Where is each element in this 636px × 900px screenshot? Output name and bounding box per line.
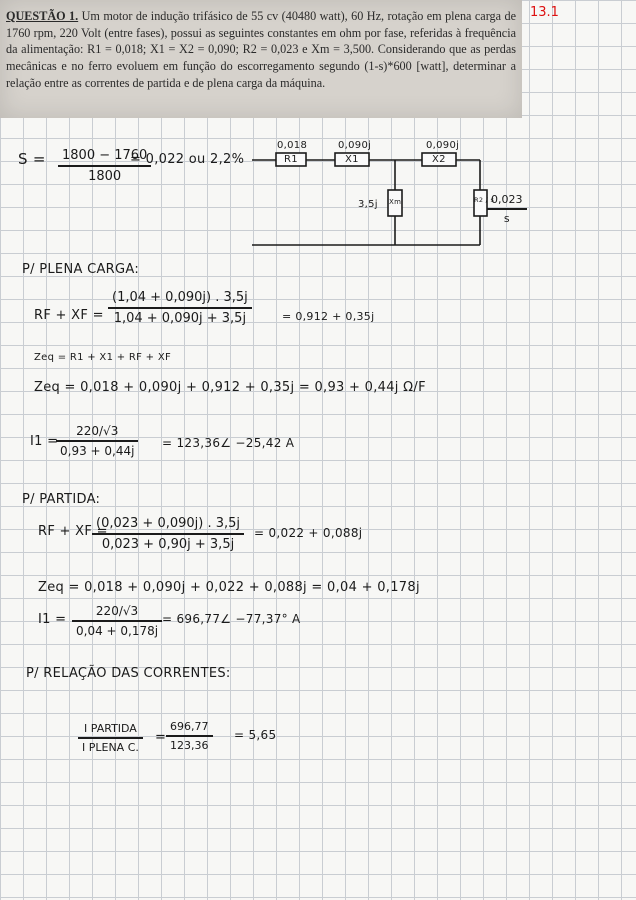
fraction-bar [78,737,143,739]
x2-label: X2 [432,154,446,165]
ratio-values-denominator: 123,36 [170,738,209,752]
start-heading: P/ PARTIDA: [22,492,101,507]
ratio-lhs-numerator: I PARTIDA [84,722,137,735]
full-load-rf-fraction: (1,04 + 0,090j) . 3,5j 1,04 + 0,090j + 3… [108,290,252,326]
fraction-bar [58,165,152,167]
ratio-lhs-fraction: I PARTIDA I PLENA C. [78,722,143,754]
slip-lhs: S = [18,150,46,168]
x1-value: 0,090j [338,140,372,151]
ratio-lhs-denominator: I PLENA C. [82,740,139,754]
question-body: Um motor de indução trifásico de 55 cv (… [6,9,516,90]
full-load-heading: P/ PLENA CARGA: [22,262,140,277]
full-load-zeq-definition: Zeq = R1 + X1 + RF + XF [34,352,172,363]
start-rf-denominator: 0,023 + 0,90j + 3,5j [101,536,235,552]
equivalent-circuit-diagram [252,152,488,246]
r1-value: 0,018 [277,140,308,151]
fraction-bar [72,620,163,622]
fraction-bar [56,440,139,442]
full-load-rf-result: = 0,912 + 0,35j [282,310,375,323]
fraction-bar [108,307,252,309]
full-load-i1-denominator: 0,93 + 0,44j [60,443,135,458]
full-load-i1-numerator: 220/√3 [76,424,119,438]
full-load-zeq-calculation: Zeq = 0,018 + 0,090j + 0,912 + 0,35j = 0… [34,380,426,395]
start-i1-fraction: 220/√3 0,04 + 0,178j [72,604,163,638]
ratio-result: = 5,65 [234,728,277,742]
ratio-heading: P/ RELAÇÃO DAS CORRENTES: [26,666,231,681]
full-load-rf-lhs: RF + XF = [34,308,104,323]
slip-fraction: 1800 − 1760 1800 [58,148,152,184]
full-load-i1-fraction: 220/√3 0,93 + 0,44j [56,424,139,458]
full-load-i1-result: = 123,36∠ −25,42 A [162,436,295,450]
full-load-i1-lhs: I1 = [30,434,59,449]
slip-numerator: 1800 − 1760 [62,148,148,163]
page-mark: 13.1 [530,5,559,20]
question-printed-box: QUESTÃO 1. Um motor de indução trifásico… [0,0,522,118]
start-i1-result: = 696,77∠ −77,37° A [162,612,301,626]
start-zeq-calculation: Zeq = 0,018 + 0,090j + 0,022 + 0,088j = … [38,580,420,595]
start-rf-numerator: (0,023 + 0,090j) . 3,5j [96,516,241,531]
start-rf-fraction: (0,023 + 0,090j) . 3,5j 0,023 + 0,90j + … [92,516,245,552]
r2-value-numerator: 0,023 [491,193,523,206]
start-rf-lhs: RF + XF = [38,524,108,539]
start-rf-result: = 0,022 + 0,088j [254,526,363,540]
ratio-values-numerator: 696,77 [170,720,209,733]
full-load-rf-numerator: (1,04 + 0,090j) . 3,5j [112,290,248,305]
full-load-rf-denominator: 1,04 + 0,090j + 3,5j [113,310,247,326]
start-i1-lhs: I1 = [38,612,67,627]
fraction-bar [166,735,213,737]
ratio-values-fraction: 696,77 123,36 [166,720,213,752]
start-i1-denominator: 0,04 + 0,178j [76,623,159,638]
slip-denominator: 1800 [88,168,122,184]
x1-label: X1 [345,154,359,165]
x2-value: 0,090j [426,140,460,151]
xm-value: 3,5j [358,199,378,210]
r2-value-denominator: s [503,211,510,225]
slip-result: = 0,022 ou 2,2% [130,152,245,167]
r2-label: R2 / s [474,196,495,204]
xm-label: Xm [389,198,402,206]
question-text-block: QUESTÃO 1. Um motor de indução trifásico… [6,8,516,92]
fraction-bar [92,533,245,535]
r1-label: R1 [284,154,298,165]
fraction-bar [487,208,527,210]
equals-sign: = [155,730,167,745]
start-i1-numerator: 220/√3 [95,604,139,618]
question-label: QUESTÃO 1. [6,9,79,23]
r2-value-fraction: 0,023 s [487,193,527,225]
